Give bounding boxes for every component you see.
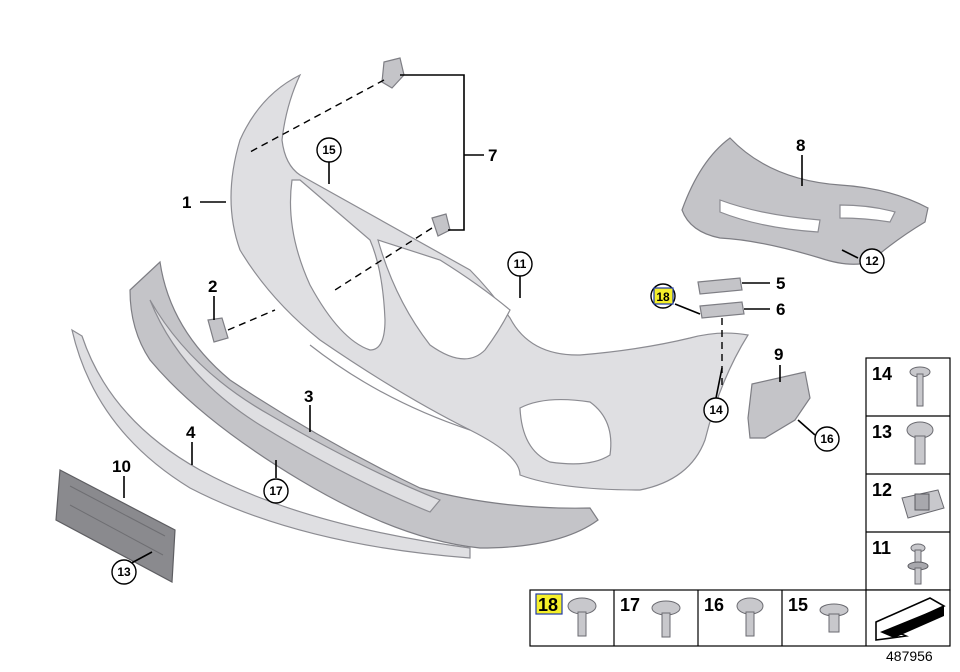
license-plate-bracket[interactable] bbox=[55, 469, 176, 583]
callout-7: 7 bbox=[488, 146, 497, 165]
circled-12: 12 bbox=[865, 254, 879, 268]
callout-5: 5 bbox=[776, 274, 785, 293]
tow-hook-cover[interactable] bbox=[207, 317, 229, 343]
front-bumper-panel[interactable] bbox=[230, 73, 749, 491]
fastener-label-12: 12 bbox=[872, 480, 892, 500]
part-callouts: 1 2 3 4 5 6 7 8 9 10 bbox=[112, 136, 805, 476]
screw-washer-icon bbox=[907, 543, 929, 585]
direction-arrow-icon bbox=[875, 597, 946, 641]
callout-8: 8 bbox=[796, 136, 805, 155]
circled-14: 14 bbox=[709, 403, 723, 417]
side-bracket[interactable] bbox=[747, 371, 811, 439]
clip-nut-icon bbox=[901, 489, 945, 519]
mounting-strip-lower[interactable] bbox=[699, 301, 745, 319]
circled-18: 18 bbox=[656, 290, 670, 304]
circled-callouts: 11 12 13 14 15 16 17 18 bbox=[111, 137, 885, 585]
bolt-icon bbox=[906, 421, 934, 465]
circled-11: 11 bbox=[514, 257, 527, 271]
fastener-label-15: 15 bbox=[788, 595, 808, 615]
flange-screw-icon bbox=[651, 600, 681, 638]
fastener-label-13: 13 bbox=[872, 422, 892, 442]
circled-13: 13 bbox=[117, 565, 131, 579]
bumper-trim-strip[interactable] bbox=[71, 328, 471, 559]
circled-15: 15 bbox=[322, 143, 336, 157]
leader-lines bbox=[123, 74, 859, 567]
callout-10: 10 bbox=[112, 457, 131, 476]
fastener-label-16: 16 bbox=[704, 595, 724, 615]
diagram-id: 487956 bbox=[886, 648, 933, 664]
callout-6: 6 bbox=[776, 300, 785, 319]
callout-4: 4 bbox=[186, 423, 196, 442]
circled-17: 17 bbox=[269, 484, 283, 498]
callout-2: 2 bbox=[208, 277, 217, 296]
callout-1: 1 bbox=[182, 193, 191, 212]
fastener-table-right: 14 13 12 11 bbox=[865, 357, 951, 591]
callout-9: 9 bbox=[774, 345, 783, 364]
expanding-rivet-icon bbox=[819, 603, 849, 633]
lower-bracket[interactable] bbox=[431, 213, 451, 237]
mounting-strip-upper[interactable] bbox=[697, 277, 743, 295]
upper-bracket[interactable] bbox=[381, 57, 405, 89]
callout-3: 3 bbox=[304, 387, 313, 406]
flange-screw-icon bbox=[567, 597, 597, 637]
bumper-lower-spoiler[interactable] bbox=[129, 260, 599, 549]
screw-icon bbox=[909, 366, 931, 407]
circled-16: 16 bbox=[820, 432, 834, 446]
flange-screw-icon bbox=[736, 597, 764, 637]
fastener-label-18: 18 bbox=[538, 595, 558, 615]
bumper-carrier[interactable] bbox=[681, 137, 929, 265]
fastener-label-11: 11 bbox=[872, 538, 891, 558]
fastener-label-14: 14 bbox=[872, 364, 892, 384]
fastener-table-bottom: 18 17 16 15 bbox=[529, 589, 951, 647]
fastener-label-17: 17 bbox=[620, 595, 640, 615]
